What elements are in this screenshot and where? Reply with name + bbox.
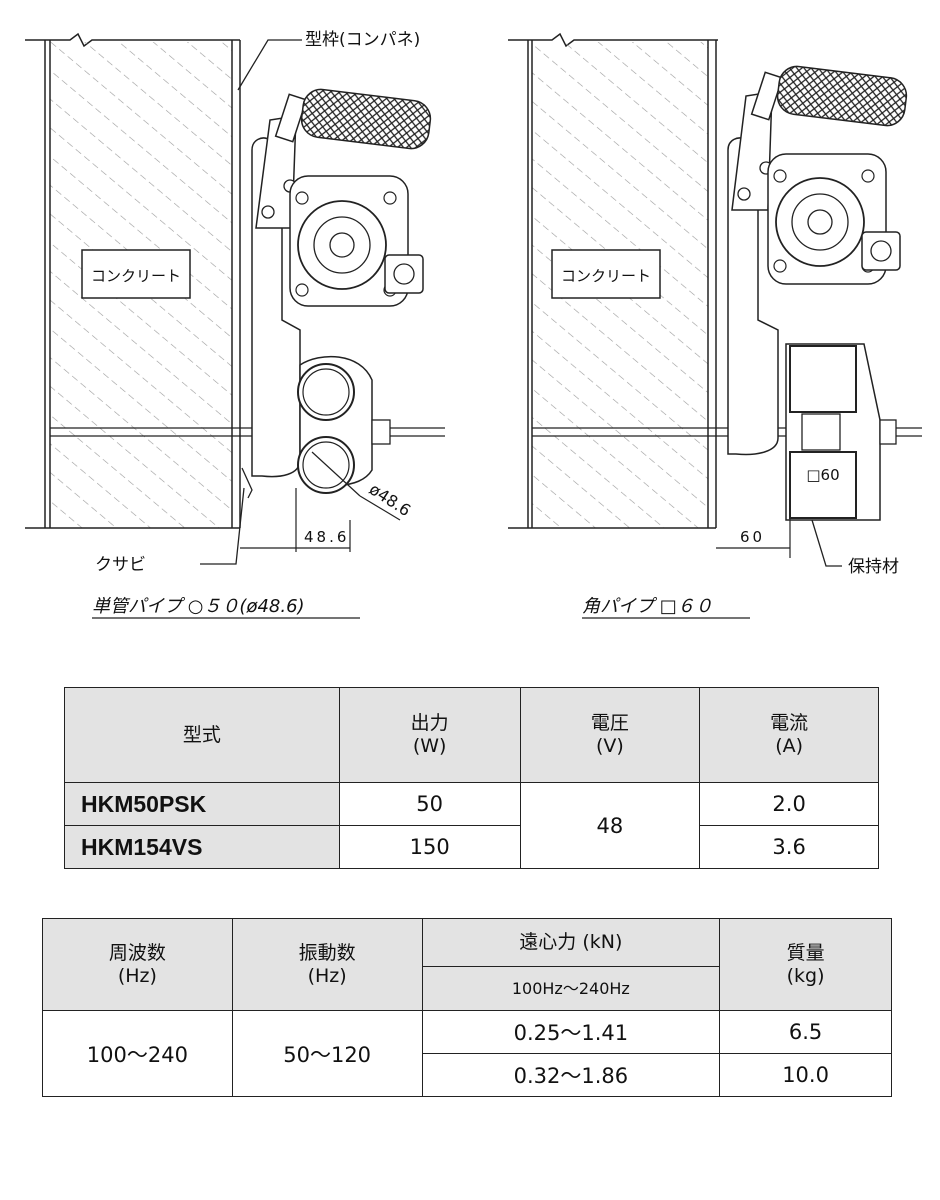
header-voltage: 電圧(V) [519, 687, 701, 783]
dim-label-left: 48.6 [304, 528, 349, 546]
frequency-cell: 100～240 [42, 1010, 233, 1097]
table-row: HKM154VS 150 3.6 [64, 825, 879, 869]
installation-diagram: コンクリート 型枠(コンパネ) ø48.6 [25, 30, 922, 619]
vibration-cell: 50～120 [231, 1010, 423, 1097]
output-cell: 150 [338, 825, 521, 869]
table-row: 100～240 50～120 0.25～1.41 6.5 [42, 1010, 892, 1097]
force-cell: 0.25～1.41 [421, 1010, 721, 1054]
header-model: 型式 [64, 687, 340, 783]
concrete-label-left: コンクリート [91, 267, 181, 285]
handle-grip-left [300, 88, 432, 150]
caption-right: 角パイプ □６０ [582, 596, 713, 617]
mass-cell: 10.0 [719, 1053, 892, 1097]
performance-table: 周波数(Hz) 振動数(Hz) 遠心力 (kN) 質量(kg) 100Hz～24… [42, 918, 892, 1097]
dim-label-right: 60 [740, 528, 765, 546]
left-drawing-single-pipe: コンクリート 型枠(コンパネ) ø48.6 [25, 30, 445, 619]
force-cell: 0.32～1.86 [421, 1053, 721, 1097]
header-output: 出力(W) [338, 687, 521, 783]
header-current: 電流(A) [699, 687, 879, 783]
header-frequency: 周波数(Hz) [42, 918, 233, 1011]
square-label: □60 [806, 466, 839, 484]
current-cell: 3.6 [699, 825, 879, 869]
form-label: 型枠(コンパネ) [305, 30, 420, 50]
model-cell: HKM50PSK [64, 782, 340, 826]
output-cell: 50 [338, 782, 521, 826]
pipe-upper-left [297, 363, 355, 421]
handle-grip-right [776, 65, 908, 127]
header-force: 遠心力 (kN) [421, 918, 721, 967]
holder-label: 保持材 [848, 557, 899, 577]
table-row: HKM50PSK 50 48 2.0 [64, 782, 879, 869]
spec-table: 型式 出力(W) 電圧(V) 電流(A) HKM50PSK 50 48 2.0 … [64, 687, 879, 869]
wedge-label: クサビ [95, 555, 146, 575]
concrete-label-right: コンクリート [561, 267, 651, 285]
header-mass: 質量(kg) [719, 918, 892, 1011]
perf-header-row: 周波数(Hz) 振動数(Hz) 遠心力 (kN) 質量(kg) [42, 918, 892, 1011]
mass-cell: 6.5 [719, 1010, 892, 1054]
header-vibration: 振動数(Hz) [231, 918, 423, 1011]
table-row: 0.32～1.86 10.0 [43, 1053, 892, 1097]
square-pipe-lower [789, 451, 857, 519]
spec-header-row: 型式 出力(W) 電圧(V) 電流(A) [64, 687, 879, 783]
square-pipe-upper [789, 345, 857, 413]
current-cell: 2.0 [699, 782, 879, 826]
header-force-sub: 100Hz～240Hz [421, 966, 721, 1011]
caption-left: 単管パイプ ○５０(ø48.6) [92, 596, 305, 617]
voltage-cell: 48 [519, 782, 701, 869]
model-cell: HKM154VS [64, 825, 340, 869]
right-drawing-square-pipe: コンクリート □60 60 保持材 角パイプ □６０ [508, 32, 922, 619]
